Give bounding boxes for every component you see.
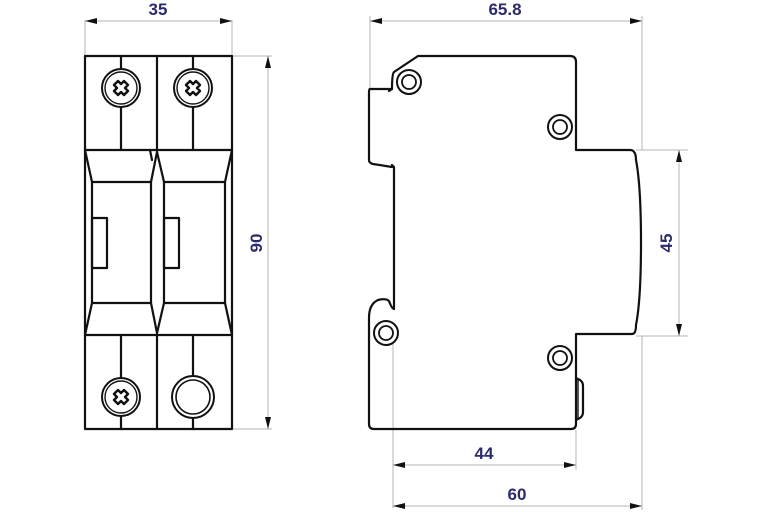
screw-top-left-icon: [101, 68, 141, 108]
dimension-label-rail-to-front: 60: [508, 485, 527, 504]
mount-hole-top-right-icon: [547, 114, 573, 140]
terminal-ring-bottom-right-icon: [171, 375, 215, 419]
pole-left-face: [83, 148, 159, 337]
dimension-label-body-depth: 44: [475, 444, 494, 463]
dimension-label-face-height: 45: [657, 234, 676, 253]
pole-right-face: [155, 148, 234, 337]
dimension-depth-65-8: 65.8: [369, 0, 643, 150]
mount-hole-top-left-icon: [396, 69, 422, 95]
mount-hole-bottom-right-icon: [547, 345, 573, 371]
dimension-height-90: 90: [232, 55, 272, 430]
dimension-label-overall-depth: 65.8: [488, 0, 521, 19]
screw-top-right-icon: [173, 68, 213, 108]
dimension-width-35: 35: [84, 0, 233, 55]
dimension-label-width: 35: [149, 0, 168, 19]
front-body-outline: [83, 54, 234, 431]
side-body-outline: [367, 54, 643, 431]
front-view: 35 90: [83, 0, 272, 431]
dimension-label-height: 90: [247, 234, 266, 253]
dimension-rail-60: 60: [393, 336, 643, 510]
side-view: 65.8 45 44 60: [367, 0, 688, 510]
rail-hook-top: [387, 87, 394, 93]
dimension-face-45: 45: [636, 149, 688, 337]
screw-bottom-left-icon: [101, 377, 141, 417]
dimension-body-44: 44: [392, 330, 577, 508]
mount-hole-bottom-left-icon: [373, 320, 399, 346]
toggle-window-right: [162, 216, 181, 270]
front-tab: [574, 376, 585, 422]
toggle-window-left: [90, 216, 109, 270]
